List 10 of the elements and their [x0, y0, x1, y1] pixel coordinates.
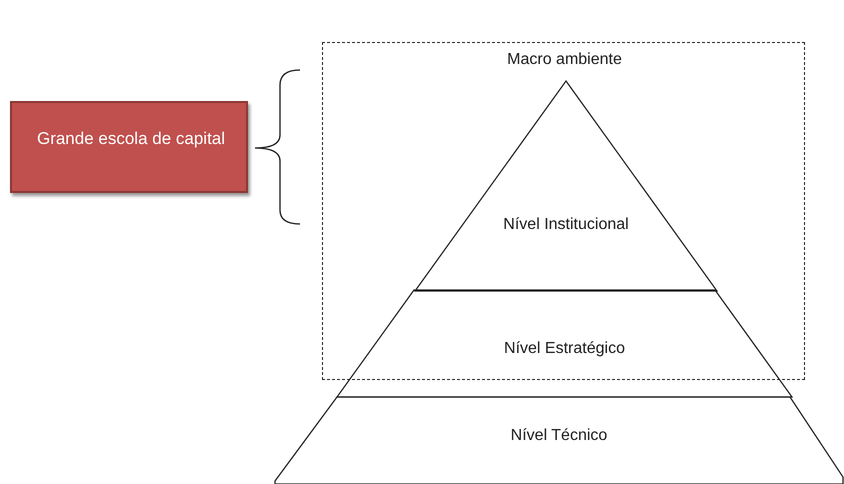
- level-label: Nível Estratégico: [503, 340, 626, 358]
- pyramid-band: [337, 290, 792, 397]
- level-label: Nível Institucional: [502, 216, 630, 234]
- highlight-box: [10, 101, 248, 193]
- frame-heading: Macro ambiente: [506, 51, 623, 69]
- box-label: Grande escola de capital: [36, 128, 226, 150]
- level-label: Nível Técnico: [510, 427, 608, 445]
- dashed-frame: [322, 42, 805, 380]
- pyramid-top: [415, 81, 717, 291]
- pyramid-base: [275, 397, 843, 484]
